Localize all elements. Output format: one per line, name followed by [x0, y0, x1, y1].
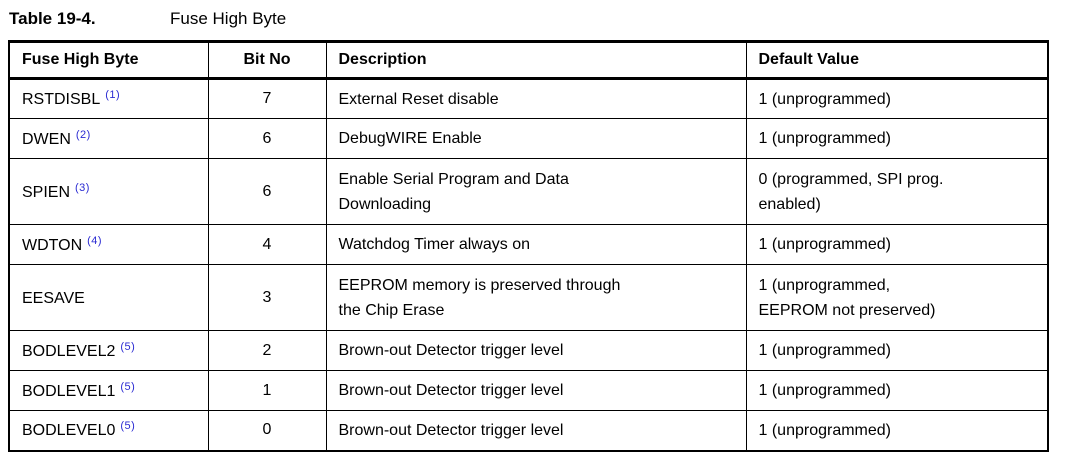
description-cell: Watchdog Timer always on: [325, 224, 747, 265]
description-cell: EEPROM memory is preserved through the C…: [325, 264, 747, 331]
description-cell: Enable Serial Program and Data Downloadi…: [325, 158, 747, 225]
fuse-name: DWEN: [22, 130, 71, 148]
default-value-cell: 0 (programmed, SPI prog. enabled): [745, 158, 1049, 225]
default-value-cell: 1 (unprogrammed): [745, 370, 1049, 411]
bit-no-cell: 7: [207, 78, 327, 119]
default-value-cell: 1 (unprogrammed): [745, 118, 1049, 159]
table-row: DWEN (2) 6 DebugWIRE Enable 1 (unprogramm…: [8, 118, 1049, 159]
bit-no-cell: 6: [207, 118, 327, 159]
fuse-name-cell: BODLEVEL1 (5): [8, 370, 209, 411]
fuse-name: BODLEVEL1: [22, 382, 116, 400]
fuse-name-cell: BODLEVEL0 (5): [8, 410, 209, 451]
table-row: BODLEVEL1 (5) 1 Brown-out Detector trigge…: [8, 370, 1049, 411]
fuse-name-cell: RSTDISBL (1): [8, 78, 209, 119]
fuse-name-cell: WDTON (4): [8, 224, 209, 265]
footnote-link[interactable]: (5): [120, 380, 136, 393]
footnote-link[interactable]: (4): [87, 234, 103, 247]
header-description: Description: [325, 41, 747, 80]
header-default-value: Default Value: [745, 41, 1049, 80]
default-value-cell: 1 (unprogrammed): [745, 224, 1049, 265]
description-cell: Brown-out Detector trigger level: [325, 330, 747, 371]
bit-no-cell: 4: [207, 224, 327, 265]
footnote-link[interactable]: (1): [105, 89, 121, 101]
table-row: BODLEVEL0 (5) 0 Brown-out Detector trigge…: [8, 410, 1049, 451]
fuse-name: EESAVE: [22, 289, 85, 307]
fuse-name: RSTDISBL: [22, 91, 101, 108]
fuse-name: BODLEVEL2: [22, 342, 116, 360]
fuse-name: BODLEVEL0: [22, 422, 116, 440]
default-value-cell: 1 (unprogrammed): [745, 410, 1049, 451]
fuse-name-cell: DWEN (2): [8, 118, 209, 159]
bit-no-cell: 1: [207, 370, 327, 411]
description-cell: External Reset disable: [325, 78, 747, 119]
footnote-link[interactable]: (5): [120, 340, 136, 353]
default-value-cell: 1 (unprogrammed): [745, 78, 1049, 119]
bit-no-cell: 2: [207, 330, 327, 371]
table-row: WDTON (4) 4 Watchdog Timer always on 1 (u…: [8, 224, 1049, 265]
table-caption: Fuse High Byte: [170, 9, 287, 28]
header-row: Fuse High Byte Bit No Description Defaul…: [8, 41, 1049, 80]
footnote-link[interactable]: (3): [75, 181, 90, 194]
fuse-name-cell: EESAVE: [8, 264, 209, 331]
fuse-name-cell: SPIEN (3): [8, 158, 209, 225]
description-cell: DebugWIRE Enable: [325, 118, 747, 159]
description-cell: Brown-out Detector trigger level: [325, 410, 747, 451]
table-title: Table 19-4. Fuse High Byte: [9, 9, 286, 29]
default-value-cell: 1 (unprogrammed): [745, 330, 1049, 371]
table-row: EESAVE 3 EEPROM memory is preserved thro…: [8, 264, 1049, 331]
table-row: RSTDISBL (1) 7 External Reset disable 1 (…: [8, 78, 1049, 119]
header-bit-no: Bit No: [207, 41, 327, 80]
table-row: SPIEN (3) 6 Enable Serial Program and Dat…: [8, 158, 1049, 225]
bit-no-cell: 6: [207, 158, 327, 225]
fuse-name: WDTON: [22, 236, 83, 254]
fuse-name: SPIEN: [22, 183, 71, 201]
header-fuse-high-byte: Fuse High Byte: [8, 41, 209, 80]
bit-no-cell: 3: [207, 264, 327, 331]
fuse-name-cell: BODLEVEL2 (5): [8, 330, 209, 371]
footnote-link[interactable]: (5): [120, 420, 136, 433]
bit-no-cell: 0: [207, 410, 327, 451]
default-value-cell: 1 (unprogrammed, EEPROM not preserved): [745, 264, 1049, 331]
table-number-label: Table 19-4.: [9, 9, 96, 28]
description-cell: Brown-out Detector trigger level: [325, 370, 747, 411]
footnote-link[interactable]: (2): [75, 128, 91, 141]
table-row: BODLEVEL2 (5) 2 Brown-out Detector trigge…: [8, 330, 1049, 371]
fuse-high-byte-table: Fuse High Byte Bit No Description Defaul…: [8, 40, 1049, 452]
